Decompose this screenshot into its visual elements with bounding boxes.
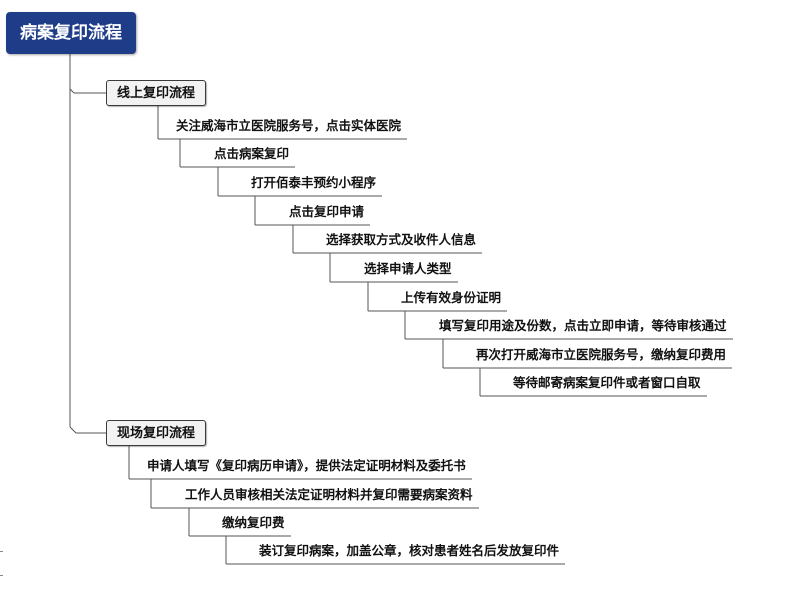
online-step-3: 打开佰泰丰预约小程序 — [251, 175, 377, 190]
online-step-4: 点击复印申请 — [289, 204, 365, 219]
onsite-step-1: 申请人填写《复印病历申请》，提供法定证明材料及委托书 — [147, 458, 466, 473]
edge-mark — [0, 575, 3, 576]
online-step-8: 填写复印用途及份数，点击立即申请，等待审核通过 — [439, 318, 727, 333]
onsite-step-2: 工作人员审核相关法定证明材料并复印需要病案资料 — [185, 487, 473, 502]
online-step-6: 选择申请人类型 — [364, 261, 452, 276]
root-node: 病案复印流程 — [6, 12, 136, 54]
onsite-step-4: 装订复印病案，加盖公章，核对患者姓名后发放复印件 — [259, 543, 560, 558]
online-step-9: 再次打开威海市立医院服务号，缴纳复印费用 — [476, 347, 727, 362]
online-step-2: 点击病案复印 — [214, 146, 290, 161]
online-step-5: 选择获取方式及收件人信息 — [326, 232, 477, 247]
onsite-step-3: 缴纳复印费 — [222, 515, 285, 530]
elbow-online — [69, 88, 75, 94]
elbow-onsite — [69, 426, 77, 434]
branch-online-copy: 线上复印流程 — [106, 80, 207, 106]
edge-mark — [0, 551, 3, 552]
online-step-1: 关注威海市立医院服务号，点击实体医院 — [176, 118, 402, 133]
online-step-7: 上传有效身份证明 — [401, 290, 502, 305]
branch-onsite-copy: 现场复印流程 — [106, 420, 207, 446]
online-step-10: 等待邮寄病案复印件或者窗口自取 — [513, 375, 701, 390]
